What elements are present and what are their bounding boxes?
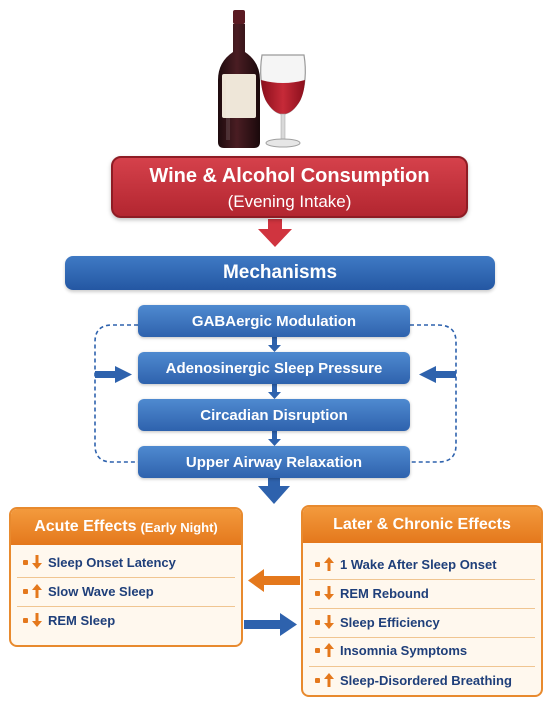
chronic-effect-label: Insomnia Symptoms (340, 642, 468, 658)
feedback-loop-right (410, 324, 457, 463)
acute-effects-qualifier: (Early Night) (140, 519, 218, 535)
chronic-effect-row: Sleep Efficiency (309, 610, 535, 634)
arrow-down-red-icon (258, 219, 292, 247)
bullet-icon (23, 588, 28, 594)
bullet-icon (23, 559, 28, 565)
arrow-up-icon (324, 673, 334, 687)
acute-effect-row: Sleep Onset Latency (17, 550, 235, 574)
bullet-icon (315, 647, 320, 653)
bullet-icon (315, 619, 320, 625)
arrow-right-blue-icon (244, 613, 297, 636)
acute-effects-panel: Acute Effects (Early Night) Sleep Onset … (9, 507, 243, 647)
chronic-effects-header: Later & Chronic Effects (303, 507, 541, 543)
divider (309, 579, 535, 580)
bullet-icon (23, 617, 28, 623)
mechanisms-header: Mechanisms (65, 256, 495, 290)
arrow-down-blue-icon (258, 476, 290, 504)
alcohol-intake-title: Wine & Alcohol Consumption (149, 165, 430, 187)
arrow-up-icon (32, 584, 42, 598)
feedback-loop-left (94, 324, 138, 463)
mechanism-airway: Upper Airway Relaxation (138, 446, 410, 478)
arrow-down-icon (32, 613, 42, 627)
wine-bottle-icon (218, 10, 260, 148)
acute-effect-row: REM Sleep (17, 608, 235, 632)
bullet-icon (315, 561, 320, 567)
alcohol-intake-subtitle: (Evening Intake) (227, 192, 352, 211)
wine-glass-icon (260, 54, 306, 148)
arrow-down-icon (324, 615, 334, 629)
chronic-effect-row: Sleep-Disordered Breathing (309, 668, 535, 692)
bullet-icon (315, 590, 320, 596)
chronic-effect-label: Sleep-Disordered Breathing (340, 672, 512, 688)
divider (309, 666, 535, 667)
divider (17, 606, 235, 607)
acute-effect-row: Slow Wave Sleep (17, 579, 235, 603)
acute-effect-label: Sleep Onset Latency (48, 554, 176, 570)
bullet-icon (315, 677, 320, 683)
divider (309, 637, 535, 638)
alcohol-intake-box: Wine & Alcohol Consumption (Evening Inta… (111, 156, 468, 218)
arrow-up-icon (324, 557, 334, 571)
chronic-effect-row: 1 Wake After Sleep Onset (309, 552, 535, 576)
divider (309, 608, 535, 609)
mechanism-chain-arrows (268, 337, 281, 446)
chronic-effect-label: 1 Wake After Sleep Onset (340, 556, 497, 572)
arrow-down-icon (324, 586, 334, 600)
divider (17, 577, 235, 578)
mechanism-adenosinergic: Adenosinergic Sleep Pressure (138, 352, 410, 384)
acute-effects-header: Acute Effects (Early Night) (11, 509, 241, 545)
acute-effect-label: Slow Wave Sleep (48, 583, 154, 599)
chronic-effect-row: Insomnia Symptoms (309, 638, 535, 662)
arrow-left-orange-icon (248, 569, 300, 592)
arrow-up-icon (324, 643, 334, 657)
chronic-effects-title: Later & Chronic Effects (333, 516, 511, 533)
chronic-effects-panel: Later & Chronic Effects 1 Wake After Sle… (301, 505, 543, 697)
chronic-effect-label: REM Rebound (340, 585, 429, 601)
arrow-down-icon (32, 555, 42, 569)
chronic-effect-label: Sleep Efficiency (340, 614, 440, 630)
acute-effects-title: Acute Effects (34, 518, 137, 535)
mechanism-gabaergic: GABAergic Modulation (138, 305, 410, 337)
chronic-effect-row: REM Rebound (309, 581, 535, 605)
mechanism-circadian: Circadian Disruption (138, 399, 410, 431)
acute-effect-label: REM Sleep (48, 612, 116, 628)
